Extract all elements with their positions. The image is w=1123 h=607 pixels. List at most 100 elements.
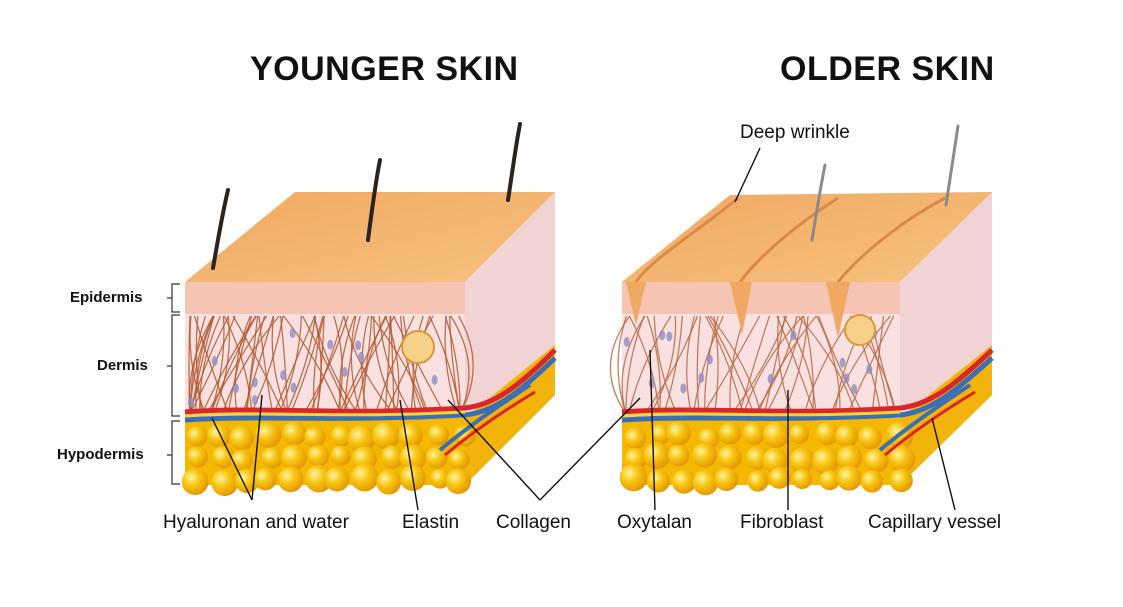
fat-cell — [789, 447, 815, 474]
collagen-fiber — [234, 315, 251, 415]
older-top-surface — [622, 192, 992, 282]
fibroblast-cell — [659, 330, 666, 341]
fat-cell — [277, 466, 304, 493]
fibroblast-cell — [327, 339, 334, 350]
epidermis-bracket — [167, 283, 180, 313]
fat-cell — [230, 449, 253, 472]
collagen-fiber — [704, 315, 719, 415]
fibroblast-cell — [666, 331, 673, 342]
fat-cell — [181, 468, 209, 496]
label-deep-wrinkle: Deep wrinkle — [740, 122, 850, 143]
fibroblast-cell — [790, 330, 797, 341]
dermis-bracket — [167, 314, 180, 417]
label-elastin: Elastin — [402, 512, 460, 533]
younger-hair — [506, 122, 522, 202]
fat-cell — [324, 466, 350, 492]
hyaluronan-leader — [211, 417, 253, 501]
younger-hair — [366, 158, 382, 242]
collagen-fiber — [241, 315, 275, 415]
collagen-fiber — [206, 315, 268, 415]
fat-cell — [229, 425, 254, 451]
hypodermis-bracket — [167, 420, 180, 485]
fat-cell — [186, 446, 208, 468]
collagen-fiber — [285, 315, 317, 415]
collagen-fiber — [663, 315, 684, 415]
collagen-fiber — [373, 315, 400, 415]
fat-cell — [692, 442, 717, 468]
fat-cell — [376, 469, 401, 495]
fat-cell — [347, 424, 376, 453]
fat-cell — [206, 423, 231, 448]
collagen-leader — [539, 397, 641, 501]
fat-cell — [372, 421, 400, 450]
fat-cell — [864, 448, 889, 473]
younger-artery — [184, 348, 557, 415]
older-epidermis-front — [622, 282, 900, 314]
collagen-fiber — [402, 315, 429, 415]
collagen-fiber — [782, 315, 817, 415]
fat-cell — [430, 468, 451, 489]
collagen-leader — [447, 399, 541, 501]
younger-collagen-fibers — [188, 315, 474, 415]
fat-cell — [889, 469, 913, 493]
collagen-fiber — [444, 315, 461, 415]
younger-hair — [211, 188, 230, 270]
collagen-fiber — [621, 315, 646, 415]
collagen-fiber — [246, 315, 266, 415]
fat-cell — [350, 463, 379, 492]
older-artery — [621, 348, 994, 415]
collagen-fiber — [650, 315, 677, 415]
fat-cell — [425, 446, 448, 469]
fat-cell — [718, 422, 742, 445]
collagen-fiber — [653, 315, 678, 415]
collagen-fiber — [341, 315, 395, 415]
younger-capillary — [438, 383, 532, 452]
fat-cell — [330, 445, 351, 466]
fibroblast-cell — [232, 383, 239, 394]
older-wrinkle-notch — [826, 282, 850, 338]
collagen-fiber — [738, 315, 771, 415]
collagen-fiber — [333, 315, 343, 415]
fat-cell — [261, 446, 284, 469]
label-fibroblast: Fibroblast — [740, 512, 824, 533]
collagen-fiber — [210, 315, 257, 415]
collagen-fiber — [830, 315, 891, 415]
older-wrinkle-furrow — [634, 196, 739, 283]
fibroblast-cell — [623, 336, 630, 347]
fat-cell — [330, 425, 353, 447]
fat-cell — [835, 424, 859, 448]
collagen-fiber — [303, 315, 349, 415]
layer-label-epidermis: Epidermis — [70, 289, 143, 306]
collagen-fiber — [458, 315, 474, 415]
older-hair — [810, 163, 827, 242]
fat-cell — [399, 444, 427, 471]
collagen-fiber — [625, 315, 645, 415]
label-oxytalan: Oxytalan — [617, 512, 692, 533]
collagen-fiber — [344, 315, 361, 415]
collagen-fiber — [195, 315, 215, 415]
collagen-fiber — [797, 315, 856, 415]
layer-label-dermis: Dermis — [97, 357, 148, 374]
collagen-fiber — [412, 315, 424, 415]
collagen-fiber — [646, 315, 661, 415]
capillary-leader — [931, 417, 956, 511]
collagen-fiber — [227, 315, 253, 415]
collagen-fiber — [313, 315, 359, 415]
collagen-fiber — [283, 315, 342, 415]
collagen-fiber — [765, 315, 804, 415]
collagen-fiber — [193, 315, 230, 415]
collagen-fiber — [273, 315, 316, 415]
collagen-fiber — [776, 315, 816, 415]
fibroblast-cell — [866, 364, 873, 375]
fat-cell — [307, 444, 330, 467]
collagen-fiber — [384, 315, 400, 415]
collagen-fiber — [392, 315, 446, 415]
collagen-fiber — [410, 315, 431, 415]
fat-cell — [747, 470, 769, 492]
fat-cell — [445, 468, 472, 495]
fat-cell — [282, 421, 307, 446]
fat-cell — [762, 447, 788, 474]
fat-cell — [792, 468, 813, 489]
